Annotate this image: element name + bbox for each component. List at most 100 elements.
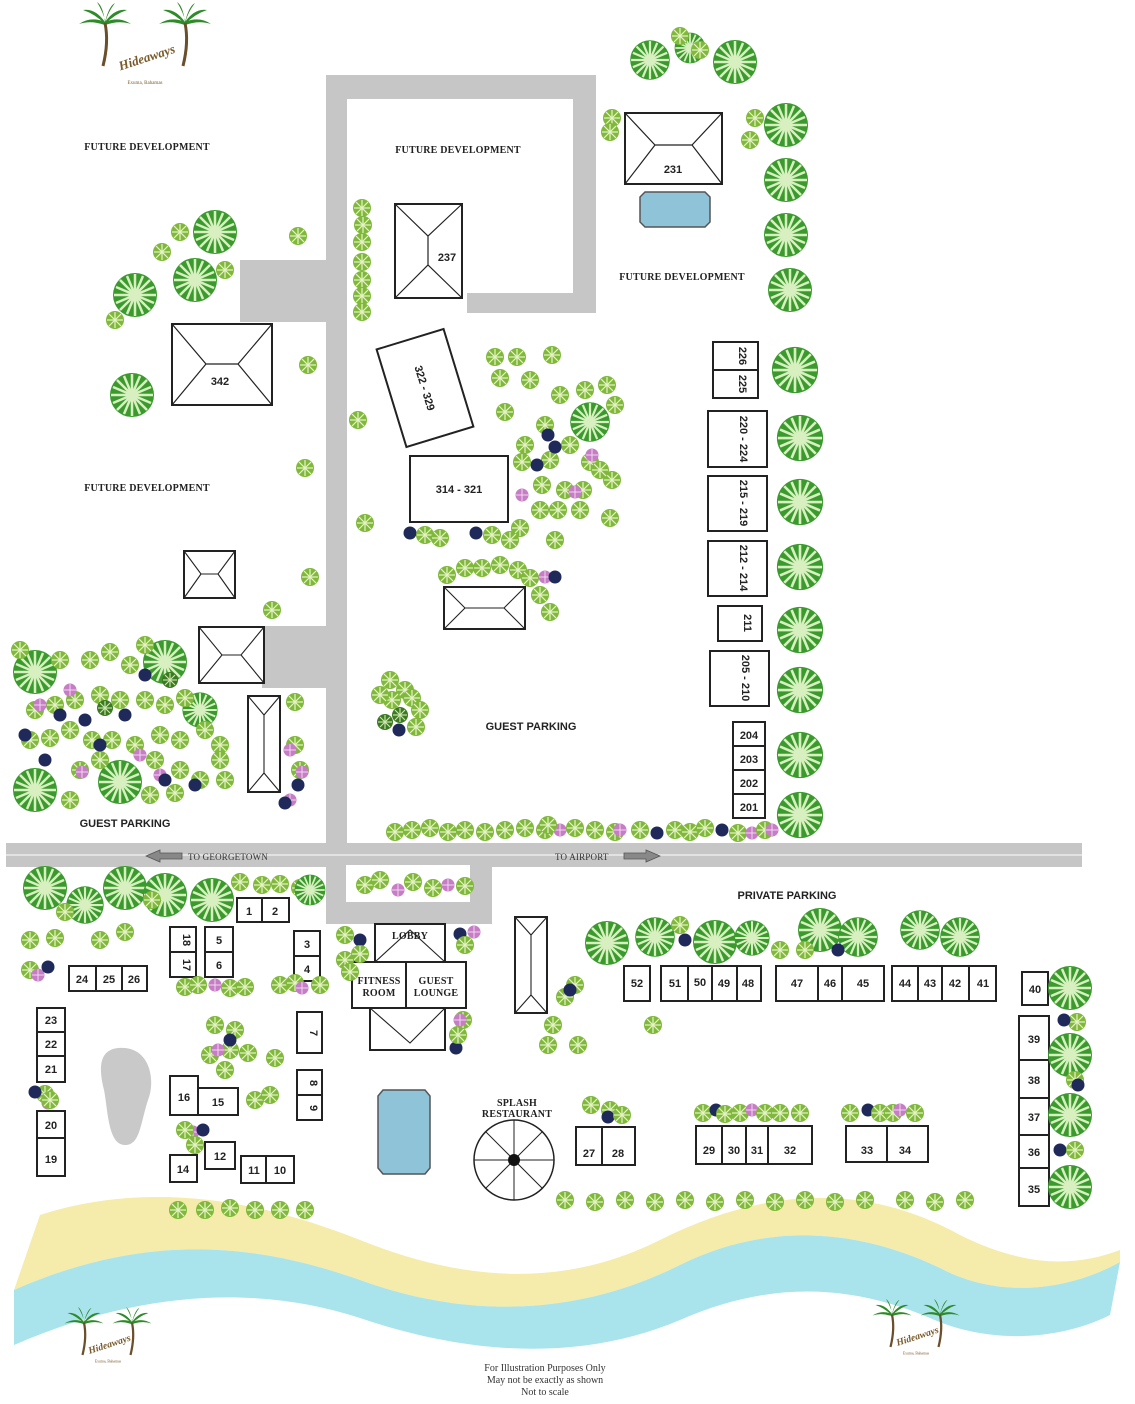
shrub-icon — [402, 820, 422, 840]
private-parking-label: PRIVATE PARKING — [737, 890, 836, 902]
shrub-icon — [392, 723, 406, 737]
shrub-icon — [895, 1190, 915, 1210]
shrub-icon — [115, 922, 135, 942]
shrub-icon — [605, 395, 625, 415]
palm-tree-icon — [770, 345, 820, 395]
building-215-219: 215 - 219 — [737, 480, 749, 526]
palm-tree-icon — [762, 156, 810, 204]
driveway-342 — [240, 260, 326, 322]
unit-49: 49 — [718, 978, 730, 990]
shrub-icon — [223, 1033, 237, 1047]
unit-17: 17 — [180, 959, 192, 971]
unit-4: 4 — [304, 964, 311, 976]
palm-tree-icon — [111, 271, 159, 319]
shrub-icon — [568, 1035, 588, 1055]
flower-bush-icon — [515, 488, 529, 502]
guest-units: 1 2 3 4 5 6 18 17 7 8 9 10 11 12 14 15 1… — [36, 897, 1050, 1207]
shrub-icon — [597, 375, 617, 395]
shrub-icon — [158, 773, 172, 787]
shrub-icon — [540, 450, 560, 470]
palm-tree-icon — [65, 885, 105, 925]
shrub-icon — [300, 567, 320, 587]
shrub-icon — [600, 122, 620, 142]
shrub-icon — [210, 750, 230, 770]
shrub-icon — [252, 875, 272, 895]
flower-bush-icon — [75, 765, 89, 779]
unit-26: 26 — [128, 974, 140, 986]
shrub-icon — [678, 933, 692, 947]
shrub-icon — [353, 933, 367, 947]
shrub-icon — [455, 876, 475, 896]
access-road-east — [573, 75, 596, 313]
shrub-icon — [10, 640, 30, 660]
shrub-icon — [538, 1035, 558, 1055]
shrub-icon — [472, 558, 492, 578]
shrub-icon — [538, 815, 558, 835]
flower-bush-icon — [208, 978, 222, 992]
shrub-icon — [195, 720, 215, 740]
shrub-icon — [145, 750, 165, 770]
logo-top: Hideaways Exuma, Bahamas — [77, 0, 213, 86]
shrub-icon — [740, 130, 760, 150]
palm-tree-icon — [691, 918, 739, 966]
flower-bush-icon — [568, 485, 582, 499]
brand-name: Hideaways — [894, 1325, 940, 1349]
shrub-icon — [295, 458, 315, 478]
shrub-icon — [728, 823, 748, 843]
unit-40: 40 — [1029, 984, 1041, 996]
shrub-icon — [120, 655, 140, 675]
unit-46: 46 — [824, 978, 836, 990]
flower-bush-icon — [63, 683, 77, 697]
palm-tree-icon — [762, 211, 810, 259]
shrub-icon — [545, 530, 565, 550]
palm-tree-icon — [108, 371, 156, 419]
unit-38: 38 — [1028, 1075, 1040, 1087]
shrub-icon — [585, 1192, 605, 1212]
driveway-west — [262, 626, 326, 688]
shrub-icon — [90, 750, 110, 770]
shrub-icon — [955, 1190, 975, 1210]
shrub-icon — [1057, 1013, 1071, 1027]
lagoon-pool — [100, 1047, 152, 1145]
brand-name: Hideaways — [86, 1333, 132, 1357]
unit-43: 43 — [924, 978, 936, 990]
shrub-icon — [670, 915, 690, 935]
unit-36: 36 — [1028, 1147, 1040, 1159]
access-road-north — [326, 75, 596, 99]
palm-tree-icon — [775, 413, 825, 463]
shrub-icon — [45, 928, 65, 948]
shrub-icon — [403, 526, 417, 540]
palm-tree-icon — [775, 605, 825, 655]
shrub-icon — [690, 40, 710, 60]
unit-45: 45 — [857, 978, 869, 990]
shrub-icon — [565, 818, 585, 838]
shrub-icon — [352, 270, 372, 290]
shrub-icon — [643, 1015, 663, 1035]
future-development-label: FUTURE DEVELOPMENT — [395, 145, 521, 156]
palm-tree-icon — [899, 909, 941, 951]
unit-41: 41 — [977, 978, 989, 990]
shrub-icon — [235, 977, 255, 997]
shrub-icon — [20, 930, 40, 950]
shrub-icon — [352, 286, 372, 306]
shrub-icon — [612, 1105, 632, 1125]
shrub-icon — [352, 232, 372, 252]
arrow-left-icon — [144, 849, 183, 863]
shrub-icon — [28, 1085, 42, 1099]
shrub-icon — [238, 1043, 258, 1063]
shrub-icon — [548, 440, 562, 454]
building-212-214: 212 - 214 — [737, 545, 749, 592]
access-road-west — [326, 75, 347, 845]
disclaimer-line-1: For Illustration Purposes Only — [484, 1363, 606, 1374]
shrub-icon — [515, 818, 535, 838]
shrub-icon — [542, 345, 562, 365]
unit-19: 19 — [45, 1154, 57, 1166]
flower-bush-icon — [585, 448, 599, 462]
unit-42: 42 — [949, 978, 961, 990]
vegetation — [10, 26, 1094, 1220]
palm-tree-icon — [762, 101, 810, 149]
to-airport-label: TO AIRPORT — [555, 852, 609, 862]
palm-tree-icon — [293, 873, 327, 907]
shrub-icon — [600, 508, 620, 528]
